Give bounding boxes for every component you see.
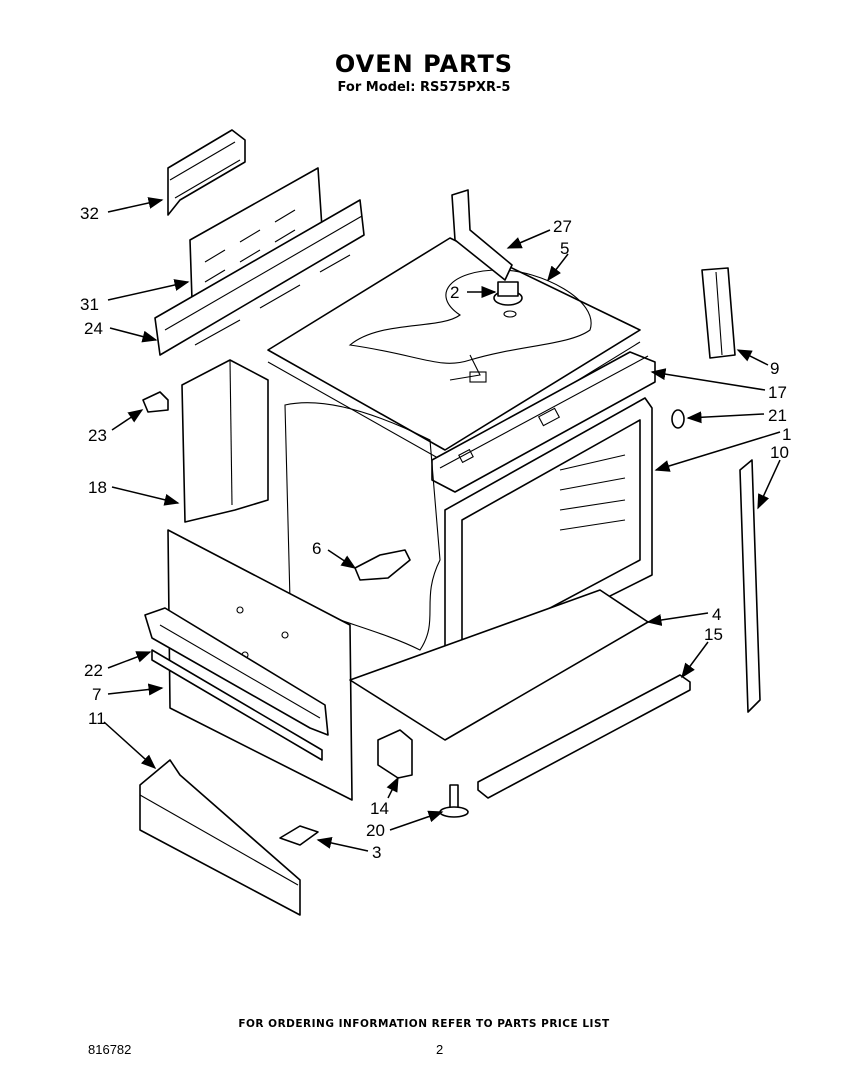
page-title: OVEN PARTS: [334, 50, 514, 78]
part-14-bracket: [377, 729, 413, 779]
callout-15: 15: [704, 625, 723, 644]
part-32-vent-bracket: [167, 129, 246, 216]
page-number: 2: [436, 1042, 444, 1057]
callout-5: 5: [560, 239, 569, 258]
callout-3: 3: [372, 843, 381, 862]
leader-lines: [103, 197, 781, 852]
part-21-plug: [671, 409, 685, 429]
callout-4: 4: [712, 605, 721, 624]
callout-27: 27: [553, 217, 572, 236]
callout-17: 17: [768, 383, 787, 402]
callout-21: 21: [768, 406, 787, 425]
part-20-leveling-leg: [439, 784, 469, 818]
part-9-right-rail: [701, 267, 736, 359]
part-18-side-panel: [181, 359, 269, 523]
callout-18: 18: [88, 478, 107, 497]
callout-31: 31: [80, 295, 99, 314]
part-10-side-strip: [739, 459, 761, 713]
part-23-clip: [142, 391, 169, 413]
part-24-vent-rail: [154, 199, 365, 356]
callout-labels: 32 31 24 23 18 27 5 2 9 17 21 1 10 6 4 1…: [80, 204, 791, 862]
callout-22: 22: [84, 661, 103, 680]
callout-11: 11: [88, 709, 106, 728]
callout-32: 32: [80, 204, 99, 223]
callout-6: 6: [312, 539, 321, 558]
part-6-thermostat-clip: [354, 549, 411, 581]
part-7-front-rail: [151, 649, 323, 761]
callout-7: 7: [92, 685, 101, 704]
ordering-note: FOR ORDERING INFORMATION REFER TO PARTS …: [238, 1018, 610, 1030]
callout-1: 1: [782, 425, 791, 444]
callout-24: 24: [84, 319, 103, 338]
part-2-grommet: [493, 281, 523, 318]
part-3-clip: [279, 825, 319, 846]
part-5-oven-top: [267, 237, 641, 463]
callout-20: 20: [366, 821, 385, 840]
document-number: 816782: [88, 1042, 132, 1057]
model-subtitle: For Model: RS575PXR-5: [337, 80, 511, 95]
part-17-front-rail: [431, 351, 656, 493]
callout-2: 2: [450, 283, 459, 302]
part-15-bottom-strip: [477, 674, 691, 799]
callout-23: 23: [88, 426, 107, 445]
callout-14: 14: [370, 799, 389, 818]
part-22-bracket-rail: [144, 607, 329, 736]
part-11-kick-plate: [139, 759, 301, 916]
part-27-duct: [451, 189, 513, 281]
callout-10: 10: [770, 443, 789, 462]
callout-9: 9: [770, 359, 779, 378]
